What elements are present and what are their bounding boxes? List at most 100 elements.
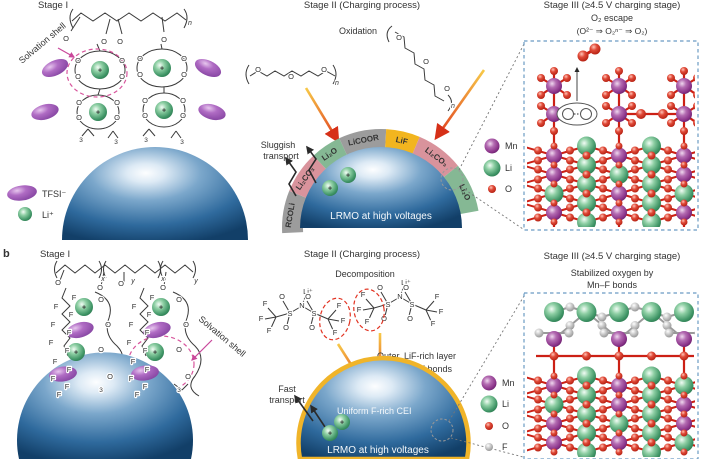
f-atom: [630, 302, 640, 312]
o-atom: [566, 443, 574, 452]
li-atom: [577, 136, 596, 156]
bond: [301, 296, 306, 307]
o-atom: [615, 199, 623, 207]
o-atom: [550, 218, 558, 226]
cathode-particle-a2: [300, 147, 462, 228]
bond: [399, 287, 404, 298]
atom-label: O: [97, 283, 103, 292]
o-atom: [615, 410, 623, 418]
atom-label: F: [143, 382, 148, 391]
o-atom: [631, 175, 639, 184]
bond: [306, 300, 315, 314]
atom-label: O: [119, 56, 125, 65]
crystal-lattice-a: [527, 43, 695, 227]
bond: [387, 296, 401, 305]
bond: [380, 291, 389, 305]
o-atom: [680, 218, 688, 226]
legend-electrolyte: TFSI⁻ Li⁺: [7, 185, 66, 221]
atom-label: O: [75, 72, 81, 81]
atom-label: F: [357, 305, 362, 314]
solvation-arrow-b: [191, 339, 213, 361]
o-atom: [631, 443, 639, 452]
atom-label: Li⁺: [303, 287, 313, 296]
o-atom: [534, 376, 542, 385]
solvation-shell-label-a: Solvation shell: [17, 21, 68, 66]
atom-label: F: [54, 302, 59, 311]
bond: [301, 305, 315, 314]
f-atom: [597, 321, 607, 330]
bond: [310, 312, 315, 326]
li-atom: [577, 193, 596, 213]
o-atom: [599, 156, 607, 165]
atom-label: F: [267, 326, 272, 335]
li-atom: [544, 395, 564, 414]
o-atom: [631, 165, 639, 174]
atom-label: O: [403, 283, 409, 292]
li-atom: [674, 302, 694, 322]
tfsi-anions: [31, 58, 226, 382]
o-atom: [534, 203, 542, 212]
li-atom: [577, 423, 596, 443]
mn-atom: [676, 204, 692, 221]
o-atom: [534, 165, 542, 174]
bond: [404, 291, 413, 305]
legend-swatch-mn: [484, 138, 500, 154]
o-atom: [566, 414, 574, 423]
o-atom: [599, 386, 607, 395]
atom-label: 3: [144, 137, 148, 144]
li-atom: [642, 155, 661, 175]
atom-label: F: [132, 302, 137, 311]
o-atom: [615, 429, 623, 437]
atom-label: 3: [180, 139, 184, 146]
atom-label: O: [181, 70, 187, 79]
atom-label: x: [100, 276, 105, 283]
o-atom: [631, 146, 639, 155]
tfsi-anion: [41, 58, 69, 78]
atom-label: O: [305, 292, 311, 301]
atom-label: n: [188, 20, 192, 27]
outer-layer-label: Outer, LiF-rich layer: [377, 351, 456, 361]
mn-atom: [546, 166, 562, 183]
callout-line-a-top: [458, 43, 525, 171]
f-atom: [694, 330, 695, 336]
plus-sign: +: [340, 420, 344, 427]
o-atom: [680, 67, 688, 75]
o-atom: [680, 391, 688, 399]
o-atom: [599, 213, 607, 222]
o-atom: [631, 213, 639, 222]
stage3-title-a: Stage III (≥4.5 V charging stage): [544, 0, 681, 11]
o-atom: [679, 351, 689, 361]
li-atom: [674, 184, 694, 203]
bond: [327, 318, 340, 322]
o-atom: [628, 91, 636, 99]
o-atom: [550, 410, 558, 418]
atom-label: 3: [79, 137, 83, 144]
o-atom: [647, 419, 656, 428]
mn-atom: [611, 204, 627, 221]
o-atom: [534, 146, 542, 155]
o2-escape-label: O₂ escape: [591, 13, 633, 23]
atom-label: x: [160, 276, 165, 283]
atom-label: O: [381, 314, 387, 323]
stage1-title-b: Stage I: [40, 249, 70, 260]
f-atom: [565, 321, 575, 330]
mn-atom: [546, 78, 562, 94]
o-atom: [631, 414, 639, 423]
atom-label: F: [127, 338, 132, 347]
o-atom: [599, 146, 607, 155]
f-atom: [662, 312, 672, 322]
atom-label: O: [180, 111, 186, 120]
o-atom: [628, 102, 636, 110]
atom-label: O: [75, 56, 81, 65]
oxidation-arrow-left: [304, 87, 340, 144]
panel-b-stage2: Stage II (Charging process) Decompositio…: [258, 249, 525, 459]
decomposing-cf3-circle: [353, 288, 385, 332]
stage2-title-b: Stage II (Charging process): [304, 249, 420, 260]
o-atom: [680, 142, 688, 150]
o-atom: [550, 429, 558, 437]
mn-atom: [676, 166, 692, 183]
o-atom: [599, 424, 607, 433]
li-label: Li⁺: [42, 210, 54, 220]
plus-sign: +: [328, 431, 332, 438]
